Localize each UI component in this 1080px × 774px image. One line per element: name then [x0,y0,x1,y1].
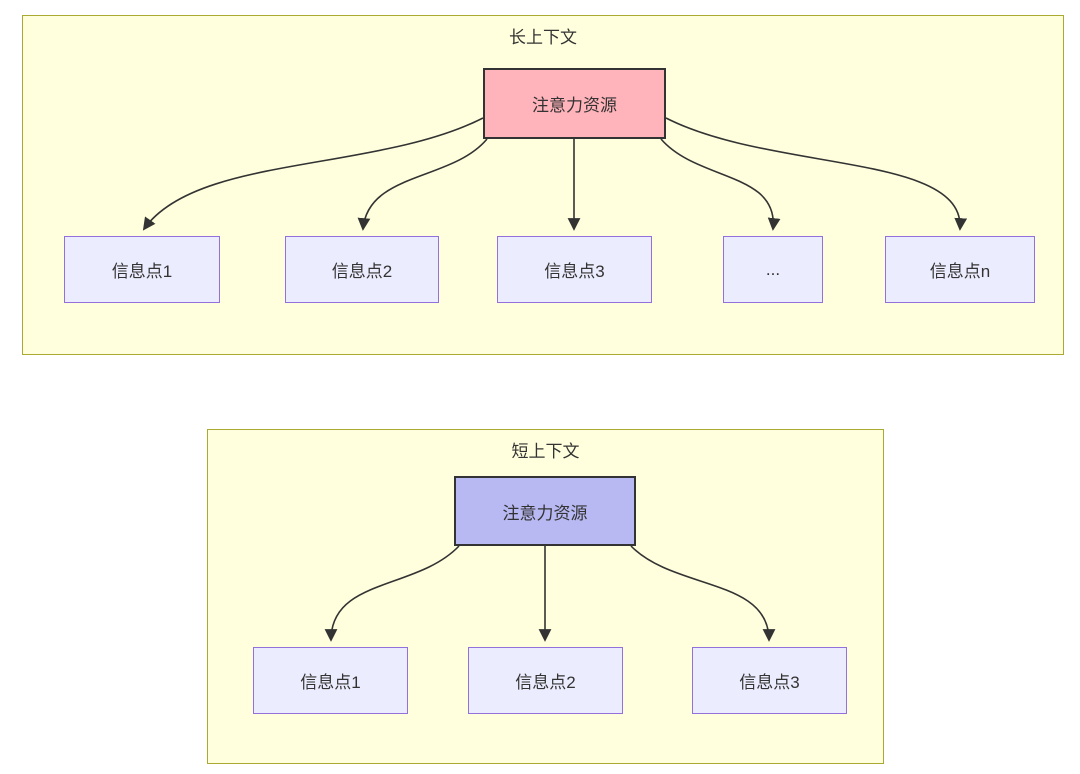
long-info-label-1: 信息点1 [111,262,173,281]
long-info-label-ellipsis: ... [765,259,781,279]
long-info-node-1: 信息点1 [64,236,220,303]
short-info-node-3: 信息点3 [692,647,847,714]
long-attention-label: 注意力资源 [532,96,617,115]
long-info-node-3: 信息点3 [497,236,652,303]
long-info-node-n: 信息点n [885,236,1035,303]
long-info-node-2: 信息点2 [285,236,439,303]
short-attention-label: 注意力资源 [502,503,588,523]
short-info-node-1: 信息点1 [253,647,408,714]
long-attention-node: 注意力资源 [483,68,666,139]
short-info-label-3: 信息点3 [739,673,800,692]
long-context-title: 长上下文 [509,28,577,47]
long-context-group: 长上下文 [22,15,1064,355]
short-info-label-2: 信息点2 [515,673,576,692]
long-info-label-2: 信息点2 [331,262,393,281]
long-info-node-ellipsis: ... [723,236,823,303]
short-context-title: 短上下文 [511,442,580,461]
long-info-label-3: 信息点3 [544,262,605,281]
long-info-label-n: 信息点n [929,262,991,281]
short-info-label-1: 信息点1 [300,673,361,692]
short-attention-node: 注意力资源 [454,476,636,546]
short-info-node-2: 信息点2 [468,647,623,714]
